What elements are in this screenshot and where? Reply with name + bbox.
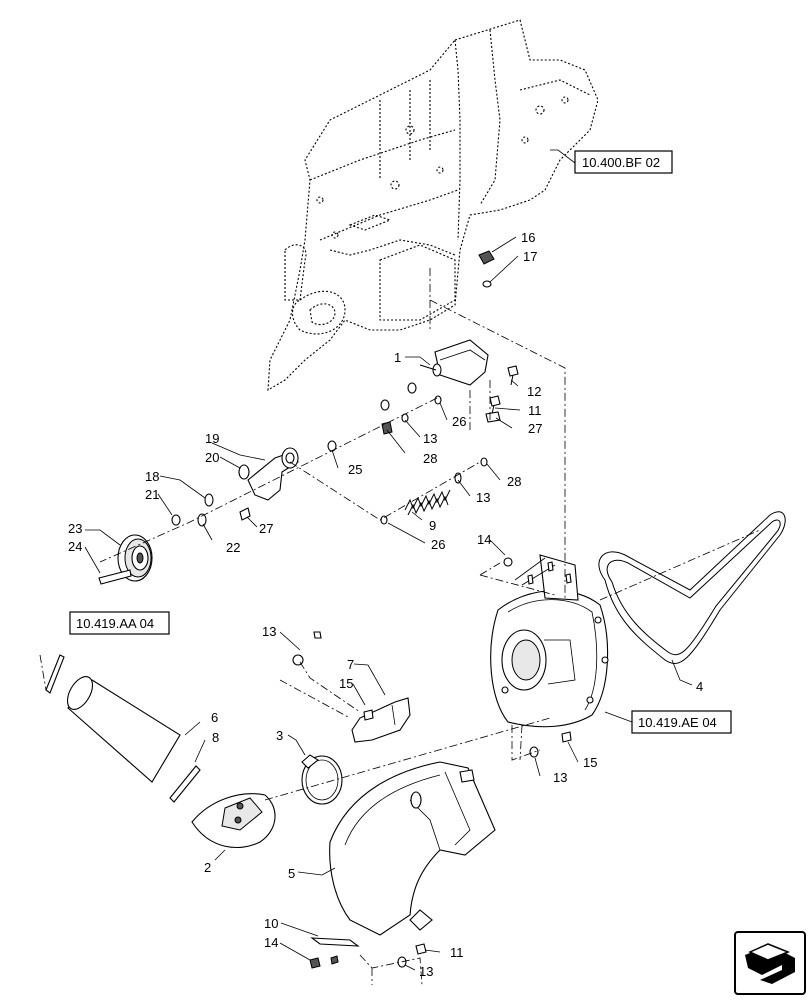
previous-page-arrow-icon[interactable] — [734, 931, 806, 995]
callout-7: 7 — [347, 657, 354, 672]
callout-28-lower: 28 — [507, 474, 521, 489]
air-duct — [329, 761, 496, 936]
callout-14-upper: 14 — [477, 532, 491, 547]
callout-27-lower: 27 — [259, 521, 273, 536]
callout-2: 2 — [204, 860, 211, 875]
callout-22: 22 — [226, 540, 240, 555]
callout-18: 18 — [145, 469, 159, 484]
svg-text:10.419.AE 04: 10.419.AE 04 — [638, 715, 717, 730]
callout-12: 12 — [527, 384, 541, 399]
callout-8: 8 — [212, 730, 219, 745]
callout-9: 9 — [429, 518, 436, 533]
reference-box-fan-housing[interactable]: 10.419.AE 04 — [631, 710, 732, 734]
reference-box-tube[interactable]: 10.419.AA 04 — [69, 611, 170, 635]
callout-10: 10 — [264, 916, 278, 931]
callout-13-c: 13 — [262, 624, 276, 639]
callout-26-lower: 26 — [431, 537, 445, 552]
idler-pulley — [98, 534, 153, 585]
callout-13-e: 13 — [419, 964, 433, 979]
clamp-bracket — [292, 631, 411, 743]
fan-housing — [490, 554, 609, 728]
frame-assembly — [267, 19, 599, 392]
hose-clamp — [301, 754, 343, 805]
callout-17: 17 — [523, 249, 537, 264]
svg-text:10.400.BF 02: 10.400.BF 02 — [582, 155, 660, 170]
callout-15-right: 15 — [583, 755, 597, 770]
callout-13-b: 13 — [476, 490, 490, 505]
callout-25: 25 — [348, 462, 362, 477]
leader-lines — [84, 149, 693, 971]
tensioner-arm — [171, 447, 299, 527]
callout-26-upper: 26 — [452, 414, 466, 429]
callout-4: 4 — [696, 679, 703, 694]
callout-21: 21 — [145, 487, 159, 502]
callout-28-upper: 28 — [423, 451, 437, 466]
hardware-bolts — [327, 250, 519, 525]
callout-6: 6 — [211, 710, 218, 725]
callout-27-upper: 27 — [528, 421, 542, 436]
callout-3: 3 — [276, 728, 283, 743]
callout-16: 16 — [521, 230, 535, 245]
callout-20: 20 — [205, 450, 219, 465]
callout-11-lower: 11 — [450, 945, 464, 960]
callout-13-a: 13 — [423, 431, 437, 446]
mounting-bracket — [419, 339, 489, 386]
callout-19: 19 — [205, 431, 219, 446]
reference-box-frame[interactable]: 10.400.BF 02 — [574, 150, 673, 174]
support-rod — [169, 765, 201, 803]
tension-spring — [404, 489, 451, 516]
callout-15-left: 15 — [339, 676, 353, 691]
discharge-tube — [45, 654, 181, 783]
callout-14-lower: 14 — [264, 935, 278, 950]
callout-23: 23 — [68, 521, 82, 536]
callout-11-upper: 11 — [528, 403, 542, 418]
callout-5: 5 — [288, 866, 295, 881]
callout-24: 24 — [68, 539, 82, 554]
svg-text:10.419.AA 04: 10.419.AA 04 — [76, 616, 154, 631]
drive-belt — [598, 511, 786, 664]
assembly-lines — [39, 268, 761, 986]
callout-labels: 1 2 3 4 5 6 7 8 9 10 11 11 12 13 13 13 1… — [68, 230, 703, 979]
callout-1: 1 — [394, 350, 401, 365]
mounting-plate — [309, 557, 572, 969]
callout-13-d: 13 — [553, 770, 567, 785]
spout — [191, 793, 276, 848]
